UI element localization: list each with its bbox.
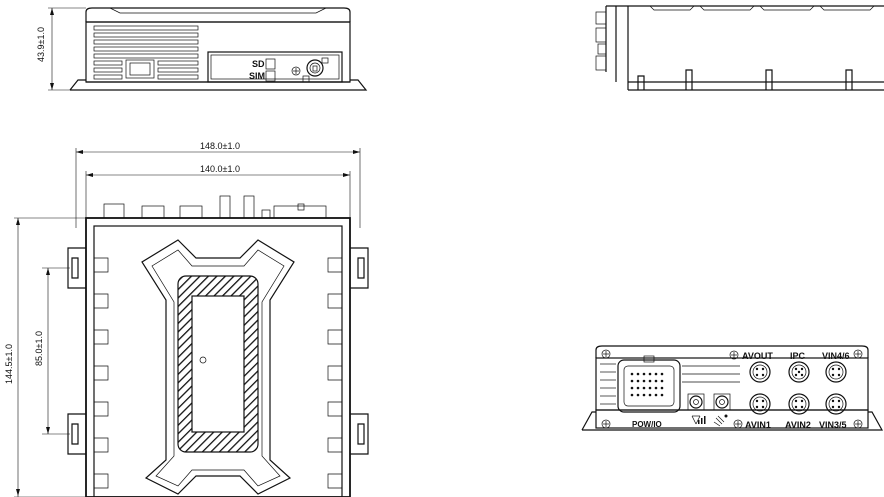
avin2-label: AVIN2 bbox=[785, 420, 811, 430]
mounting-flanges bbox=[67, 247, 369, 455]
hole-spacing-label: 85.0±1.0 bbox=[34, 331, 44, 366]
sd-slot-label: SD bbox=[252, 59, 265, 69]
height-dimension-label: 43.9±1.0 bbox=[36, 27, 46, 62]
width-inner-label: 140.0±1.0 bbox=[200, 164, 240, 174]
sd-slot bbox=[265, 58, 276, 70]
rear-view: POW/IO AVOUT IPC VIN4/6 bbox=[581, 345, 884, 431]
depth-outer-label: 144.5±1.0 bbox=[4, 344, 14, 384]
top-view: 148.0±1.0 140.0±1.0 144.5±1.0 85.0±1.0 bbox=[4, 141, 369, 497]
signal-icon bbox=[691, 415, 706, 425]
vin35-label: VIN3/5 bbox=[819, 420, 847, 430]
sim-slot-label: SIM bbox=[249, 71, 265, 81]
side-fins bbox=[94, 257, 342, 489]
satellite-icon bbox=[713, 414, 728, 427]
pow-io-label: POW/IO bbox=[632, 420, 662, 429]
front-view: 43.9±1.0 SD SIM bbox=[36, 7, 368, 91]
ipc-label: IPC bbox=[790, 351, 806, 361]
antenna-connectors bbox=[687, 393, 731, 411]
side-view bbox=[595, 5, 884, 91]
screw-icons bbox=[601, 349, 863, 429]
top-connectors bbox=[103, 195, 327, 219]
bottom-row-connectors bbox=[749, 393, 847, 415]
width-outer-label: 148.0±1.0 bbox=[200, 141, 240, 151]
heatsink-x bbox=[141, 239, 295, 495]
lock-icon bbox=[291, 57, 329, 83]
avout-label: AVOUT bbox=[742, 351, 773, 361]
pow-io-connector bbox=[617, 355, 681, 413]
top-row-connectors bbox=[749, 361, 847, 383]
sim-slot bbox=[265, 70, 276, 82]
vin46-label: VIN4/6 bbox=[822, 351, 850, 361]
avin1-label: AVIN1 bbox=[745, 420, 771, 430]
